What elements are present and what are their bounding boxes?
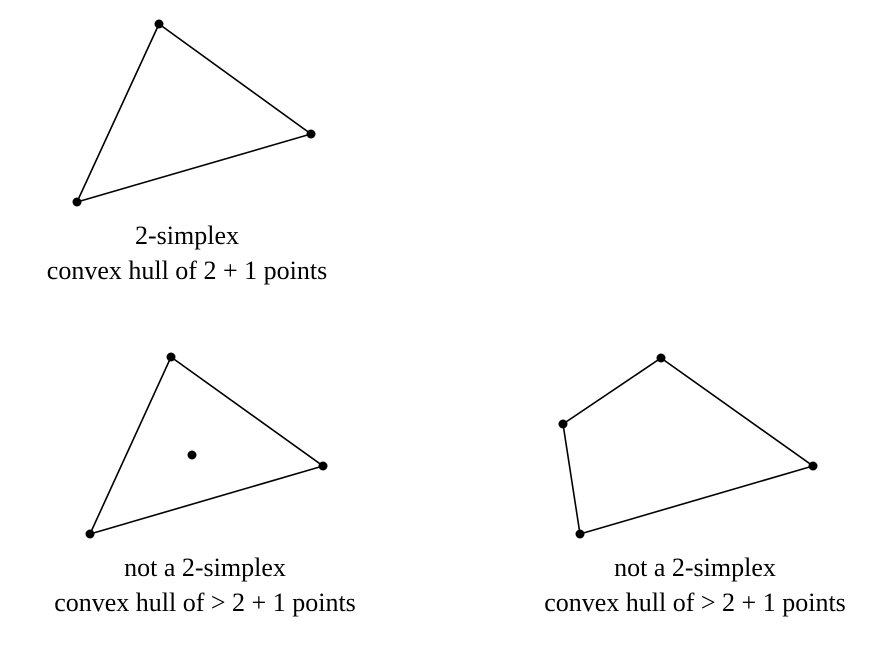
caption-two-simplex: 2-simplex convex hull of 2 + 1 points — [2, 218, 372, 288]
vertex-dot — [72, 197, 82, 207]
quadrilateral-shape — [558, 353, 818, 539]
two-simplex-triangle-outline — [75, 22, 313, 204]
caption-line-1: not a 2-simplex — [614, 553, 776, 582]
interior-point-dot — [187, 450, 197, 460]
caption-line-2: convex hull of > 2 + 1 points — [54, 588, 356, 617]
quadrilateral-outline — [562, 357, 815, 536]
vertex-dot — [558, 419, 568, 429]
vertex-dot — [154, 19, 164, 29]
triangle-with-interior-point-shape — [85, 352, 328, 539]
vertex-dot — [656, 353, 666, 363]
vertex-dot — [306, 129, 316, 139]
caption-line-2: convex hull of 2 + 1 points — [46, 256, 328, 285]
caption-line-2: convex hull of > 2 + 1 points — [544, 588, 846, 617]
vertex-dot — [575, 529, 585, 539]
vertex-dot — [85, 529, 95, 539]
vertex-dot — [808, 461, 818, 471]
caption-triangle-with-interior-point: not a 2-simplex convex hull of > 2 + 1 p… — [20, 550, 390, 620]
caption-line-1: 2-simplex — [135, 221, 239, 250]
caption-quadrilateral: not a 2-simplex convex hull of > 2 + 1 p… — [510, 550, 880, 620]
vertex-dot — [318, 461, 328, 471]
two-simplex-triangle-shape — [72, 19, 316, 207]
vertex-dot — [166, 352, 176, 362]
caption-line-1: not a 2-simplex — [124, 553, 286, 582]
triangle-with-interior-point-outline — [88, 355, 325, 536]
